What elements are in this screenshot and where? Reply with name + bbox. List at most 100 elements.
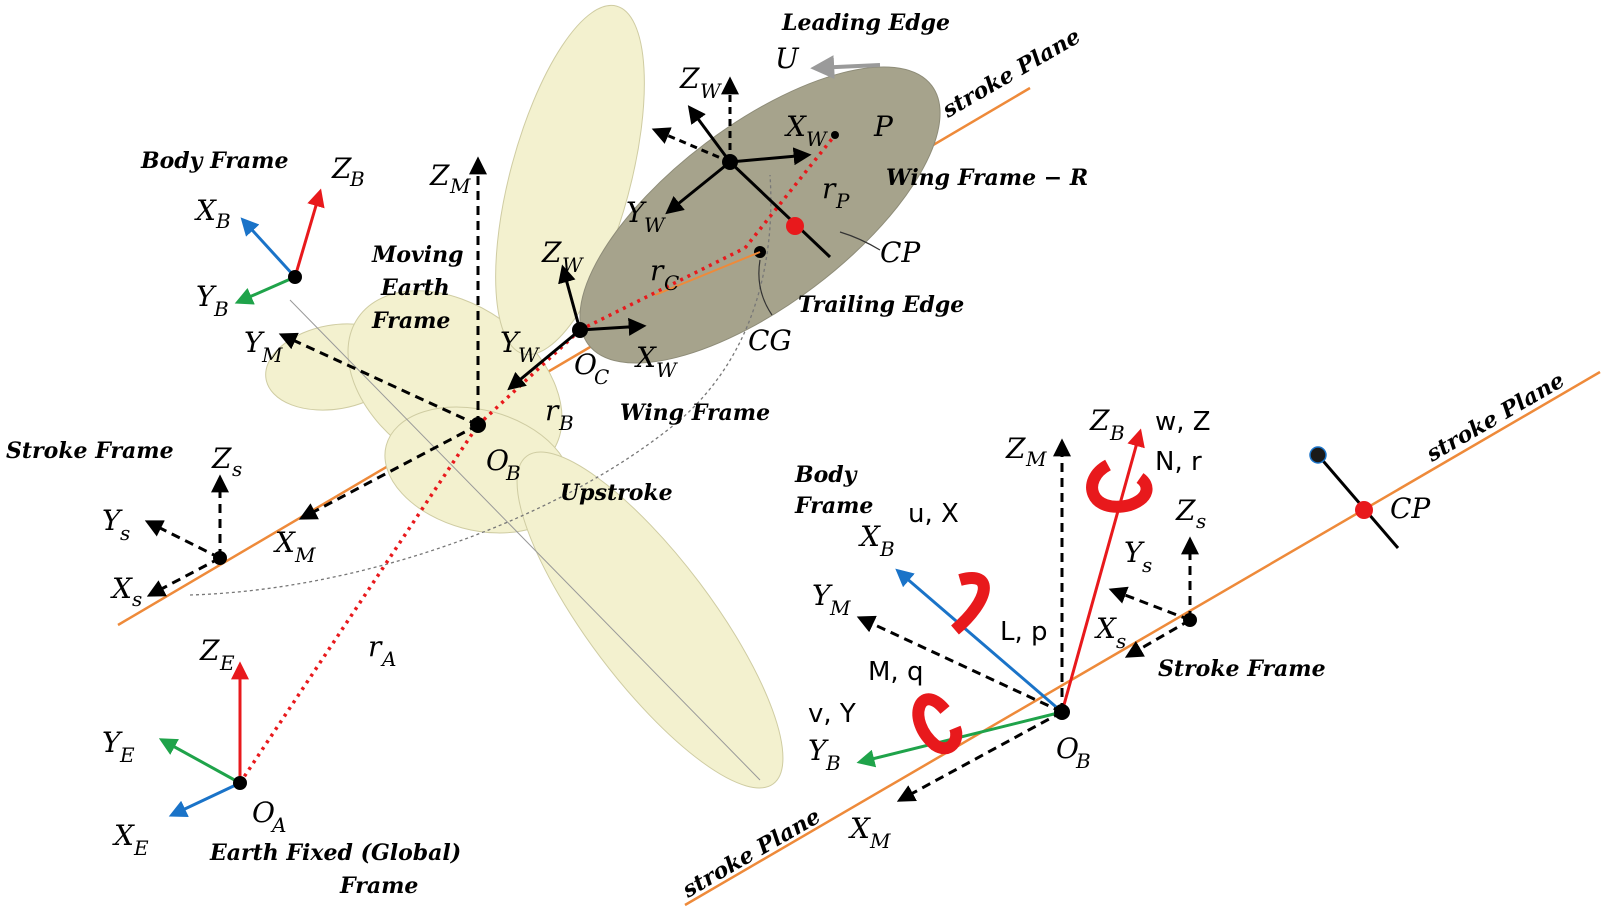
stroke-plane-line-right bbox=[684, 370, 1601, 907]
svg-text:M: M bbox=[449, 174, 471, 198]
wing-frame-r-axes bbox=[651, 76, 832, 259]
rc-vector bbox=[579, 246, 746, 332]
cp-leader bbox=[839, 231, 881, 251]
force-label-wz: w, Z bbox=[1155, 407, 1211, 437]
svg-text:A: A bbox=[380, 647, 396, 671]
moving-earth-label-1: Moving bbox=[371, 242, 464, 268]
earth-fixed-label-1: Earth Fixed (Global) bbox=[209, 840, 461, 866]
moving-earth-label-3: Frame bbox=[371, 308, 450, 334]
svg-text:Z: Z bbox=[331, 152, 352, 185]
svg-text:O: O bbox=[1056, 732, 1079, 765]
trailing-edge-label: Trailing Edge bbox=[798, 292, 964, 318]
svg-text:Y: Y bbox=[102, 504, 123, 537]
svg-text:B: B bbox=[825, 751, 841, 775]
stroke-plane-label-top: stroke Plane bbox=[1421, 367, 1569, 467]
svg-text:B: B bbox=[215, 209, 231, 233]
svg-text:B: B bbox=[879, 537, 895, 561]
svg-text:B: B bbox=[1075, 749, 1091, 773]
svg-text:Z: Z bbox=[541, 236, 562, 269]
svg-text:W: W bbox=[644, 213, 666, 237]
point-label-u: U bbox=[775, 42, 800, 75]
svg-text:Y: Y bbox=[626, 196, 647, 229]
svg-text:B: B bbox=[349, 167, 365, 191]
svg-text:s: s bbox=[232, 457, 242, 481]
point-label-p: P bbox=[873, 110, 894, 143]
earth-fixed-axes bbox=[158, 661, 249, 818]
svg-text:s: s bbox=[132, 587, 142, 611]
svg-text:X: X bbox=[110, 572, 133, 605]
svg-text:Y: Y bbox=[808, 734, 829, 767]
svg-text:O: O bbox=[574, 348, 597, 381]
wing-frame-label: Wing Frame bbox=[620, 400, 770, 426]
svg-text:W: W bbox=[806, 127, 828, 151]
body-frame-axes bbox=[234, 188, 325, 305]
svg-text:P: P bbox=[835, 189, 850, 213]
svg-text:E: E bbox=[219, 651, 235, 675]
svg-text:W: W bbox=[700, 79, 722, 103]
stroke-plane-label-bottom: stroke Plane bbox=[677, 803, 825, 903]
earth-fixed-label-2: Frame bbox=[339, 873, 418, 899]
svg-text:A: A bbox=[270, 813, 286, 837]
svg-text:M: M bbox=[294, 543, 316, 567]
wing-frame-axes bbox=[558, 264, 647, 338]
u-velocity-arrow bbox=[810, 55, 881, 80]
svg-text:r: r bbox=[368, 630, 383, 663]
upstroke-label: Upstroke bbox=[560, 480, 673, 506]
wing-frame-r-label: Wing Frame − R bbox=[886, 165, 1088, 191]
svg-text:X: X bbox=[1094, 612, 1117, 645]
point-cp-left bbox=[786, 217, 804, 235]
stroke-frame-axes-left bbox=[144, 474, 229, 597]
svg-text:X: X bbox=[194, 194, 217, 227]
svg-text:Y: Y bbox=[500, 326, 521, 359]
force-label-nr: N, r bbox=[1155, 447, 1202, 477]
ra-vector bbox=[238, 424, 480, 784]
rp-vector bbox=[743, 133, 837, 250]
axis-label-ob-left: OB bbox=[486, 444, 521, 485]
svg-text:Z: Z bbox=[1089, 404, 1110, 437]
axis-label-ob-right: OB bbox=[1056, 732, 1091, 773]
body-frame-label-2-right: Frame bbox=[794, 493, 873, 519]
svg-text:M: M bbox=[829, 596, 851, 620]
force-label-lp: L, p bbox=[1000, 617, 1048, 647]
svg-text:s: s bbox=[1116, 629, 1126, 653]
force-label-ux: u, X bbox=[908, 499, 959, 529]
svg-text:B: B bbox=[213, 297, 229, 321]
point-p bbox=[831, 131, 839, 139]
svg-text:B: B bbox=[1109, 421, 1125, 445]
svg-text:W: W bbox=[518, 343, 540, 367]
svg-text:C: C bbox=[594, 365, 609, 389]
svg-text:E: E bbox=[133, 836, 149, 860]
svg-text:B: B bbox=[558, 411, 574, 435]
svg-text:X: X bbox=[784, 110, 807, 143]
axis-label-oa: OA bbox=[252, 796, 286, 837]
svg-text:Z: Z bbox=[211, 442, 232, 475]
svg-text:C: C bbox=[664, 271, 679, 295]
point-label-cg: CG bbox=[748, 324, 792, 357]
axis-label-zb-left: ZB bbox=[331, 152, 365, 191]
svg-text:E: E bbox=[119, 743, 135, 767]
svg-text:X: X bbox=[634, 341, 657, 374]
svg-text:Z: Z bbox=[1175, 494, 1196, 527]
right-wing-chord bbox=[1309, 446, 1400, 549]
svg-text:Y: Y bbox=[812, 579, 833, 612]
stroke-frame-label-right: Stroke Frame bbox=[1158, 656, 1326, 682]
point-label-cp-left: CP bbox=[880, 236, 921, 269]
